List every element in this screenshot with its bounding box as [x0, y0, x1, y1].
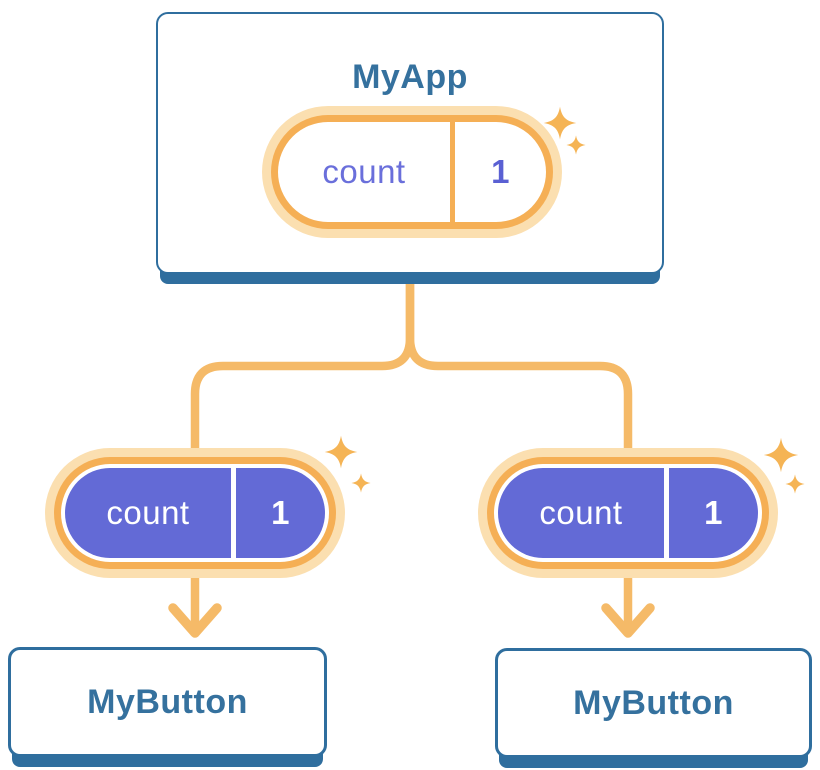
child-component-title: MyButton: [573, 683, 734, 722]
branch-right: [405, 272, 633, 462]
sparkle-large-icon: [543, 106, 577, 140]
state-name-label: count: [322, 153, 406, 190]
prop-pill-divider: [231, 468, 236, 558]
state-value-label: 1: [491, 153, 510, 190]
sparkle-large-icon: [324, 435, 358, 469]
sparkle-large-icon: [763, 437, 799, 473]
prop-pill-outline: count 1: [61, 464, 329, 562]
state-pill-body: count 1: [278, 122, 546, 222]
arrow-down-icon: [601, 603, 655, 638]
prop-pill-divider: [664, 468, 669, 558]
sparkle-small-icon: [566, 135, 586, 155]
child-component-card-left: MyButton: [8, 647, 327, 757]
prop-pill-ring: count 1: [487, 457, 769, 569]
prop-pill-body: count 1: [498, 468, 758, 558]
prop-pill-body: count 1: [65, 468, 325, 558]
prop-name-label: count: [539, 494, 623, 531]
child-component-card-right: MyButton: [495, 648, 812, 758]
arrow-down-icon: [168, 603, 222, 638]
prop-pill-left: count 1: [45, 448, 345, 578]
prop-pill-ring: count 1: [54, 457, 336, 569]
state-pill: count 1: [262, 106, 562, 238]
state-pill-ring: count 1: [271, 115, 553, 229]
prop-value-label: 1: [271, 494, 290, 531]
root-component-title: MyApp: [352, 58, 468, 96]
prop-value-label: 1: [704, 494, 723, 531]
prop-pill-outline: count 1: [494, 464, 762, 562]
sparkle-small-icon: [351, 473, 371, 493]
state-pill-divider: [450, 122, 455, 222]
child-component-title: MyButton: [87, 682, 248, 721]
prop-name-label: count: [106, 494, 190, 531]
branch-left: [190, 272, 415, 462]
sparkle-small-icon: [785, 474, 805, 494]
prop-pill-right: count 1: [478, 448, 778, 578]
